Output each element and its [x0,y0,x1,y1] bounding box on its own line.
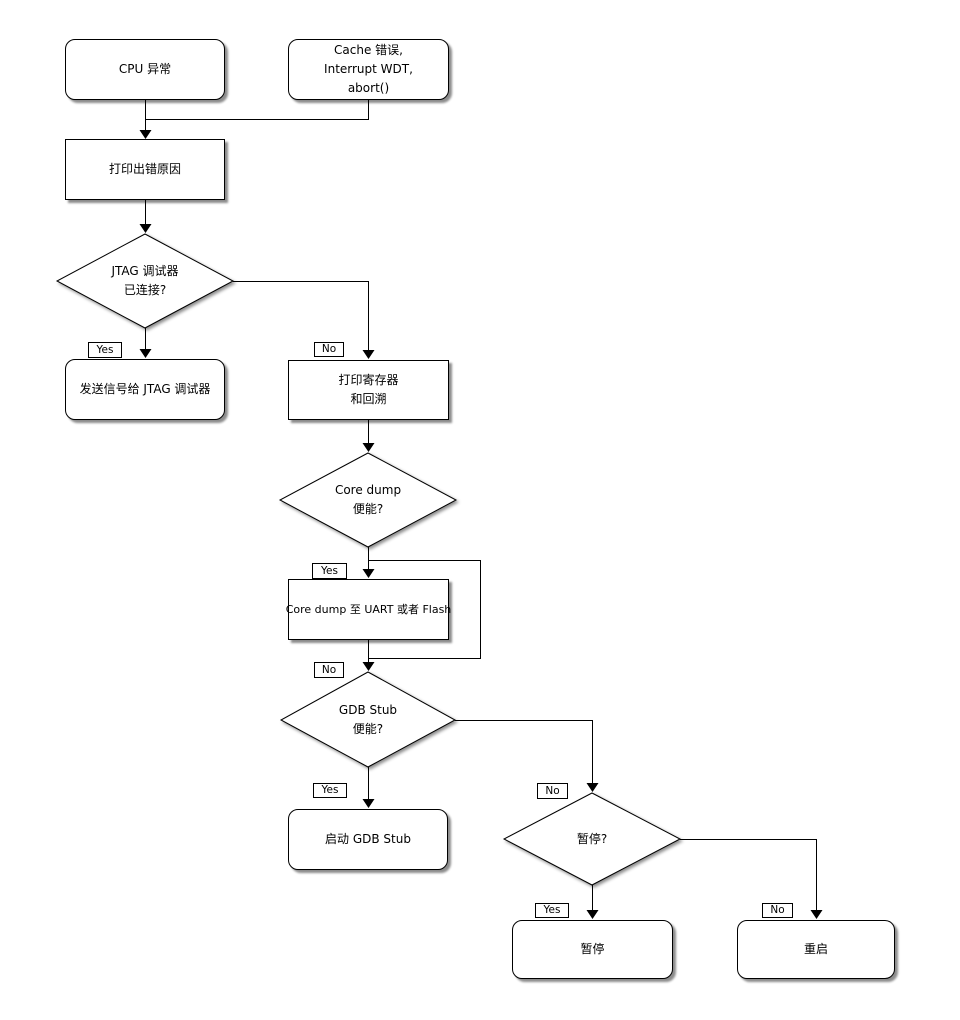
edge-label-coredump-yes: Yes [312,563,347,579]
node-reboot: 重启 [737,920,895,979]
arrowhead-coredump-diamond [362,443,375,452]
edge-label-halt-no: No [762,903,793,918]
arrowhead-coredump-box [362,569,375,578]
edge-jtag-no [233,281,369,351]
edge-halt-no [680,839,817,911]
edge-label-halt-yes: Yes [535,903,569,918]
decision-halt-label: 暂停? [576,831,608,846]
decision-halt-shape [502,792,682,886]
decision-gdb-stub-label: GDB Stub 便能? [338,702,398,736]
arrowhead-print-registers [362,350,375,359]
decision-core-dump-shape [278,452,458,548]
node-cpu-exception: CPU 异常 [65,39,225,100]
decision-jtag-connected-shape [55,233,235,329]
node-send-signal-jtag: 发送信号给 JTAG 调试器 [65,359,225,420]
edge-label-jtag-yes: Yes [88,342,122,358]
decision-gdb-stub-shape [279,671,457,768]
arrowhead-halt-diamond [586,783,599,792]
edge-label-jtag-no: No [314,342,344,357]
arrowhead-reboot-box [810,910,823,919]
edge-label-coredump-no: No [314,662,344,678]
node-print-registers-backtrace: 打印寄存器 和回溯 [288,360,449,420]
arrowhead-send-signal [139,349,152,358]
arrowhead-print-reason [139,130,152,139]
arrowhead-gdbstub-box [362,799,375,808]
decision-jtag-connected-label: JTAG 调试器 已连接? [111,264,179,297]
arrowhead-halt-box [586,910,599,919]
arrowhead-jtag [139,224,152,233]
decision-core-dump-label: Core dump 便能? [334,483,402,516]
node-halt: 暂停 [512,920,673,979]
edge-label-gdb-no: No [537,783,568,799]
arrowhead-gdb-diamond [362,662,375,671]
edge-label-gdb-yes: Yes [313,783,347,798]
edge-cache-to-merge [145,100,369,120]
node-print-error-reason: 打印出错原因 [65,139,225,200]
node-core-dump-uart-flash: Core dump 至 UART 或者 Flash [286,579,451,640]
node-cache-error: Cache 错误, Interrupt WDT, abort() [288,39,449,100]
edge-gdb-no [455,720,593,784]
node-start-gdb-stub: 启动 GDB Stub [288,809,448,870]
